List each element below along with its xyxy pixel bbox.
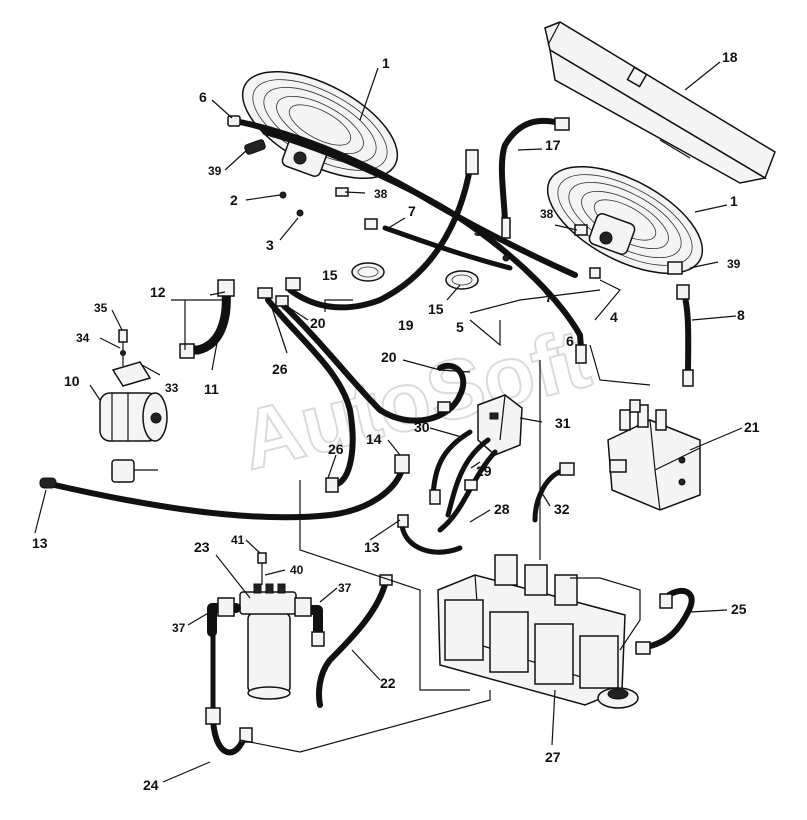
callout-26: 26 xyxy=(328,441,344,457)
cooling-fan-right xyxy=(546,165,704,275)
hydraulic-hoses xyxy=(47,117,695,756)
callout-21: 21 xyxy=(744,419,760,435)
callout-34: 34 xyxy=(76,331,90,345)
callout-2: 2 xyxy=(230,192,238,208)
callout-7: 7 xyxy=(408,203,416,219)
valve-block-31 xyxy=(477,394,523,456)
callout-30: 30 xyxy=(414,419,430,435)
callout-5: 5 xyxy=(456,319,464,335)
autosoft-watermark: AutoSoft xyxy=(232,310,599,487)
callout-17: 17 xyxy=(545,137,561,153)
callout-41: 41 xyxy=(231,533,245,547)
callout-18: 18 xyxy=(722,49,738,65)
callout-3: 3 xyxy=(474,223,482,239)
callout-28: 28 xyxy=(494,501,510,517)
callout-20: 20 xyxy=(381,349,397,365)
callout-33: 33 xyxy=(165,381,179,395)
callout-24: 24 xyxy=(143,777,159,793)
mounting-bracket-33 xyxy=(111,329,152,387)
main-valve-bank-27 xyxy=(437,554,639,709)
callout-8: 8 xyxy=(737,307,745,323)
callout-15: 15 xyxy=(428,301,444,317)
callout-7: 7 xyxy=(545,289,553,305)
callout-29: 29 xyxy=(476,463,492,479)
callout-13: 13 xyxy=(364,539,380,555)
callout-19: 19 xyxy=(398,317,414,333)
hydraulic-pump-10 xyxy=(99,392,168,483)
callout-26: 26 xyxy=(272,361,288,377)
fittings xyxy=(39,115,694,743)
callout-22: 22 xyxy=(380,675,396,691)
callout-31: 31 xyxy=(555,415,571,431)
callout-32: 32 xyxy=(554,501,570,517)
control-valve-21 xyxy=(607,404,701,511)
callout-38: 38 xyxy=(374,187,388,201)
callout-10: 10 xyxy=(64,373,80,389)
callout-1: 1 xyxy=(382,55,390,71)
callout-6: 6 xyxy=(566,333,574,349)
leader-lines xyxy=(34,61,743,783)
callout-13: 13 xyxy=(32,535,48,551)
callout-37: 37 xyxy=(338,581,352,595)
callout-23: 23 xyxy=(194,539,210,555)
callout-25: 25 xyxy=(731,601,747,617)
part-callouts: 1 1 2 3 3 4 5 6 6 7 7 8 10 11 12 13 13 1… xyxy=(32,49,760,793)
callout-39: 39 xyxy=(208,164,222,178)
callout-3: 3 xyxy=(266,237,274,253)
callout-11: 11 xyxy=(204,381,219,397)
callout-37: 37 xyxy=(172,621,186,635)
callout-6: 6 xyxy=(199,89,207,105)
callout-39: 39 xyxy=(727,257,741,271)
callout-20: 20 xyxy=(310,315,326,331)
callout-14: 14 xyxy=(366,431,382,447)
callout-35: 35 xyxy=(94,301,108,315)
callout-27: 27 xyxy=(545,749,561,765)
callout-15: 15 xyxy=(322,267,338,283)
callout-4: 4 xyxy=(610,309,618,325)
callout-40: 40 xyxy=(290,563,304,577)
oil-cooler-18 xyxy=(544,21,776,184)
oil-filter-23 xyxy=(239,552,297,700)
callout-1: 1 xyxy=(730,193,738,209)
callout-38: 38 xyxy=(540,207,554,221)
callout-12: 12 xyxy=(150,284,166,300)
seal-rings-15 xyxy=(351,262,479,290)
